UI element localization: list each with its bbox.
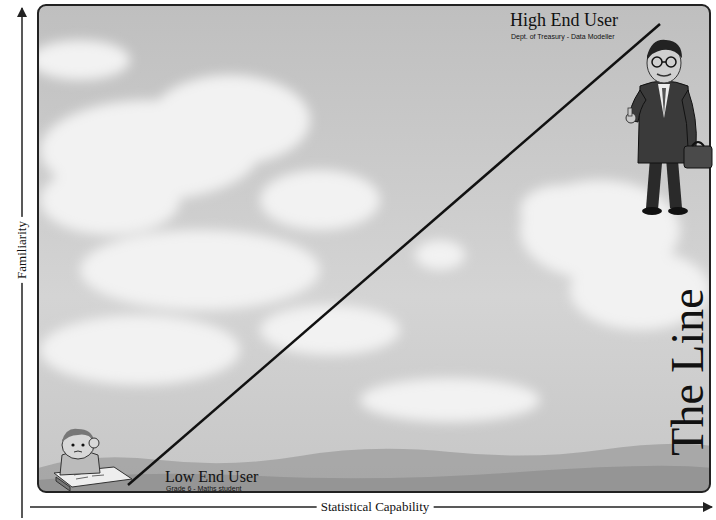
axis-title: Statistical Capability (317, 500, 434, 514)
user-subtitle: Grade 6 - Maths student (166, 485, 241, 493)
panel-border (38, 5, 710, 492)
sky-panel (38, 5, 710, 492)
clouds (38, 40, 710, 492)
axis-title: Familiarity (15, 217, 29, 283)
user-subtitle: Dept. of Treasury - Data Modeller (511, 33, 615, 41)
line-title: The Line (663, 288, 714, 455)
student-figure (54, 429, 132, 491)
user-heading: High End User (510, 11, 618, 31)
user-heading: Low End User (165, 468, 258, 486)
the-line (128, 24, 660, 485)
businessman-figure (626, 40, 712, 215)
